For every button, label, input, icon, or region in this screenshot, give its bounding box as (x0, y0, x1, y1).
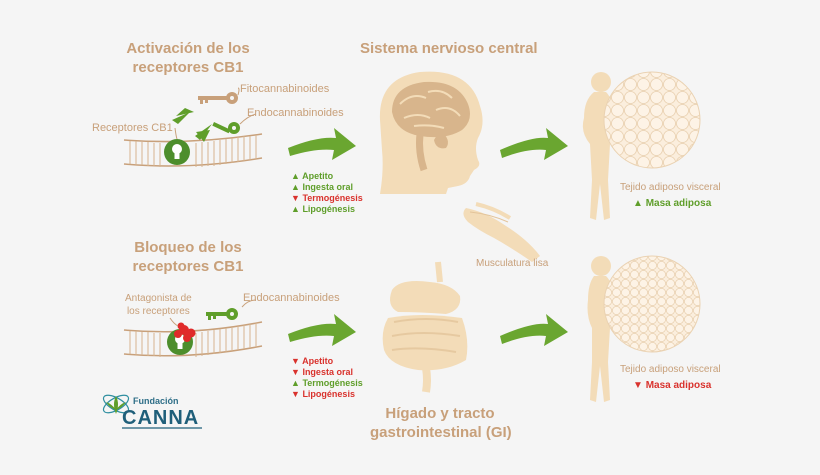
top-effect-0: ▲ Apetito (291, 171, 334, 181)
hand-illustration (463, 202, 540, 262)
bottom-title-line1: Bloqueo de los (134, 239, 242, 256)
top-endo-label: Endocannabinoides (247, 107, 344, 119)
top-effect-1: ▲ Ingesta oral (291, 182, 353, 192)
phyto-key-icon (198, 92, 238, 104)
body-top-illustration (582, 72, 616, 220)
fat-tissue-top (603, 71, 701, 169)
flow-arrows (288, 128, 568, 346)
receptors-label: Receptores CB1 (92, 122, 173, 134)
head-brain-illustration (379, 71, 483, 194)
logo-canna-text: CANNA (122, 407, 200, 429)
endo-key-icon (212, 122, 240, 134)
bottom-endo-label: Endocannabinoides (243, 292, 340, 304)
bottom-effects-list: ▼ Apetito ▼ Ingesta oral ▲ Termogénesis … (291, 356, 363, 400)
up-arrow-icon: ▲ (633, 198, 643, 209)
top-title: Activación de los receptores CB1 (118, 39, 258, 77)
top-title-line1: Activación de los (126, 40, 250, 57)
logo-foundation-text: Fundación (133, 396, 179, 406)
top-effect-3: ▲ Lipogénesis (291, 204, 355, 214)
bottom-endo-key-icon (206, 308, 238, 320)
phyto-label: Fitocannabinoides (240, 83, 330, 95)
antagonist-icon (174, 322, 196, 342)
bottom-effect-0: ▼ Apetito (291, 356, 334, 366)
bottom-body-label: Tejido adiposo visceral (620, 364, 721, 375)
canna-logo-icon (102, 394, 202, 429)
bottom-title-line2: receptores CB1 (132, 258, 244, 275)
cns-title: Sistema nervioso central (360, 40, 538, 57)
bottom-effect-1: ▼ Ingesta oral (291, 367, 353, 377)
top-body-label: Tejido adiposo visceral (620, 182, 721, 193)
bottom-effect-3: ▼ Lipogénesis (291, 389, 355, 399)
fat-tissue-bottom (603, 255, 701, 353)
top-membrane (123, 133, 263, 167)
top-effects-list: ▲ Apetito ▲ Ingesta oral ▼ Termogénesis … (291, 171, 363, 215)
top-title-line2: receptores CB1 (132, 59, 244, 76)
down-arrow-icon: ▼ (633, 380, 643, 391)
binding-arrows (172, 108, 212, 142)
top-body-effect: ▲ Masa adiposa (633, 198, 712, 209)
gi-tract-illustration (382, 261, 468, 393)
bottom-effect-2: ▲ Termogénesis (291, 378, 363, 388)
bottom-body-effect: ▼ Masa adiposa (633, 380, 712, 391)
antagonist-label: Antagonista de los receptores (125, 293, 192, 317)
smooth-muscle-label: Musculatura lisa (476, 258, 549, 269)
gi-title: Hígado y tracto gastrointestinal (GI) (370, 405, 512, 441)
top-effect-2: ▼ Termogénesis (291, 193, 363, 203)
bottom-title: Bloqueo de los receptores CB1 (118, 238, 258, 276)
bottom-membrane (123, 321, 263, 357)
